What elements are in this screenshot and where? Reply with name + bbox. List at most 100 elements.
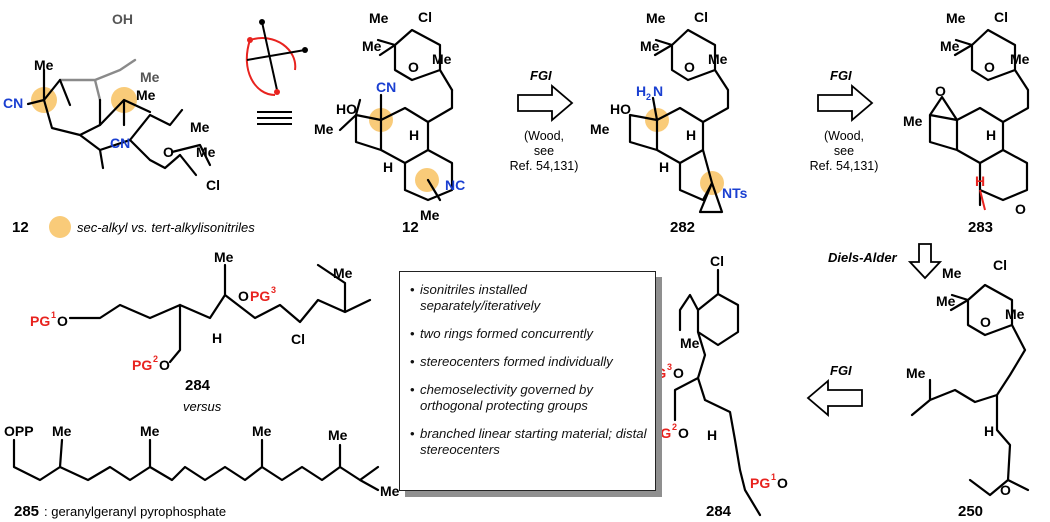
highlight-caption: sec-alkyl vs. tert-alkylisonitriles [77, 220, 255, 235]
me-label: Me [420, 207, 440, 223]
summary-item: stereocenters formed individually [410, 354, 647, 370]
summary-item: branched linear starting material; dista… [410, 426, 647, 458]
fgi-arrow-2: FGI (Wood, see Ref. 54,131) [810, 68, 879, 173]
me-label: Me [942, 265, 962, 281]
me-label: Me [906, 365, 926, 381]
compound-number: 284 [706, 503, 732, 520]
ho-label: HO [336, 101, 357, 117]
me-label: Me [590, 121, 610, 137]
compound-number: 12 [12, 219, 29, 236]
h-label: H [212, 330, 222, 346]
compound-284-left: PG 1 O PG 2 O H Me O PG 3 Me Cl [30, 249, 372, 373]
pg-superscript: 2 [153, 354, 158, 364]
arrow-label: FGI [830, 363, 852, 378]
me-label: Me [328, 427, 348, 443]
me-label: Me [314, 121, 334, 137]
oh-label: OH [112, 11, 133, 27]
versus-label: versus [183, 399, 222, 414]
me-label: Me [640, 38, 660, 54]
h-label: H [975, 173, 985, 189]
summary-item: two rings formed concurrently [410, 326, 647, 342]
me-label: Me [252, 423, 272, 439]
compound-12-2d: CN HO Me H H Me NC O Me Me Me Cl [314, 9, 465, 223]
summary-box: isonitriles installed separately/iterati… [399, 271, 656, 491]
summary-item: isonitriles installed separately/iterati… [410, 282, 647, 314]
arrow-sub-line: see [534, 144, 554, 158]
pg-label: PG [132, 357, 152, 373]
pg-superscript: 1 [51, 310, 56, 320]
cl-label: Cl [993, 257, 1007, 273]
pg-superscript: 3 [271, 285, 276, 295]
me-label: Me [936, 293, 956, 309]
o-label: O [984, 59, 995, 75]
compound-number: 284 [185, 377, 211, 394]
rotation-icon [245, 19, 308, 125]
me-label: Me [190, 119, 210, 135]
compound-282: H 2 N HO Me H H NTs O Me Me Me Cl [590, 9, 748, 214]
compound-number: 250 [958, 503, 983, 520]
ho-label: HO [610, 101, 631, 117]
pg-label: PG [30, 313, 50, 329]
cl-label: Cl [694, 9, 708, 25]
pg-superscript: 3 [667, 362, 672, 372]
cl-label: Cl [994, 9, 1008, 25]
h-label: H [984, 423, 994, 439]
compound-number: 12 [402, 219, 419, 236]
arrow-label: FGI [830, 68, 852, 83]
cl-label: Cl [710, 253, 724, 269]
me-label: Me [940, 38, 960, 54]
me-label: Me [140, 69, 160, 85]
me-label: Me [1005, 306, 1025, 322]
cl-label: Cl [418, 9, 432, 25]
compound-285: OPP Me Me Me Me Me [4, 423, 400, 499]
o-label: O [935, 83, 946, 99]
me-label: Me [140, 423, 160, 439]
pg-label: PG [250, 288, 270, 304]
o-label: O [684, 59, 695, 75]
n-label: N [653, 83, 663, 99]
fgi-arrow-1: FGI (Wood, see Ref. 54,131) [510, 68, 579, 173]
compound-caption: : geranylgeranyl pyrophosphate [44, 504, 226, 519]
me-label: Me [52, 423, 72, 439]
pg-superscript: 2 [672, 422, 677, 432]
summary-item: chemoselectivity governed by orthogonal … [410, 382, 647, 414]
cn-label: CN [3, 95, 23, 111]
arrow-sub-line: (Wood, [824, 129, 864, 143]
cn-label: CN [110, 135, 130, 151]
me-label: Me [680, 335, 700, 351]
o-label: O [1015, 201, 1026, 217]
h-label: H [707, 427, 717, 443]
arrow-label: Diels-Alder [828, 250, 898, 265]
o-label: O [159, 357, 170, 373]
pg-label: PG [750, 475, 770, 491]
me-label: Me [432, 51, 452, 67]
h-label: H [686, 127, 696, 143]
arrow-sub-line: (Wood, [524, 129, 564, 143]
me-label: Me [362, 38, 382, 54]
me-label: Me [136, 87, 156, 103]
arrow-sub-line: Ref. 54,131) [810, 159, 879, 173]
me-label: Me [333, 265, 353, 281]
cn-label: CN [376, 79, 396, 95]
arrow-sub-line: see [834, 144, 854, 158]
compound-12-3d: CN Me OH Me Me Me Me O CN Cl [3, 11, 220, 193]
summary-list: isonitriles installed separately/iterati… [400, 272, 655, 458]
compound-number: 283 [968, 219, 993, 236]
h-label: H [409, 127, 419, 143]
fgi-arrow-3: FGI [806, 363, 863, 417]
me-label: Me [369, 10, 389, 26]
o-label: O [408, 59, 419, 75]
nc-label: NC [445, 177, 465, 193]
h2n-subscript: 2 [646, 92, 651, 102]
arrow-label: FGI [530, 68, 552, 83]
me-label: Me [646, 10, 666, 26]
nts-label: NTs [722, 185, 748, 201]
h-label: H [986, 127, 996, 143]
me-label: Me [903, 113, 923, 129]
o-label: O [777, 475, 788, 491]
compound-284-right: Cl Me PG 3 O H PG 2 O PG 1 O [646, 253, 788, 517]
pg-superscript: 1 [771, 472, 776, 482]
o-label: O [678, 425, 689, 441]
me-label: Me [196, 144, 216, 160]
